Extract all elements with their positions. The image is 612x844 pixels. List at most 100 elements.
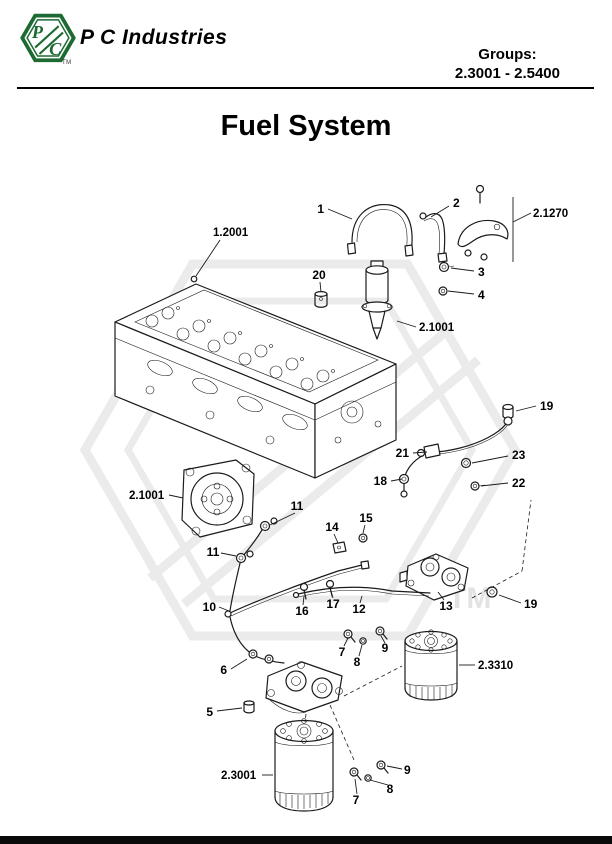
part-ref-filter-right: 2.3310 [478,660,513,672]
part-ref-pump: 2.1001 [129,490,165,502]
connector-19-bottom [486,586,498,598]
leader-16 [302,595,305,606]
fuel-lines-drawing [224,517,431,664]
callout-15: 15 [359,511,373,525]
leader-10 [218,606,230,612]
nut-15 [358,533,368,543]
callout-16: 16 [295,604,309,618]
leader-9-top [380,635,386,644]
callout-12: 12 [352,602,366,616]
fitting-11-lower [235,550,254,564]
leader-14 [333,533,339,544]
part-ref-labels: 1.2001 2.1270 2.1001 2.1001 2.3310 2.300… [129,208,568,782]
part-ref-filter-bottom: 2.3001 [221,770,257,782]
callout-14: 14 [325,520,339,534]
callout-5: 5 [206,705,213,719]
leader-19-top [515,405,537,412]
fitting-11-upper [259,517,278,532]
valve-train-detail [145,306,335,391]
connector-19-top [502,403,514,426]
leader-1-2001 [195,239,221,277]
logo-hexagon-icon: P C [20,13,76,63]
leader-19-bottom [498,594,522,604]
jumper-pipes-drawing [346,204,448,263]
leader-3 [450,267,475,272]
leader-6 [230,658,248,670]
fuel-filter-2-3001-drawing [274,718,334,812]
injector-drawing [361,260,393,340]
leader-2-1270 [512,212,532,223]
callout-8-top: 8 [354,655,361,669]
callout-23: 23 [512,448,526,462]
callout-21: 21 [396,446,410,460]
dashed-guides [304,499,532,761]
filter-head-13-drawing [399,553,498,601]
leader-8-top [358,644,363,657]
callout-11-upper: 11 [291,499,304,513]
pc-industries-logo: P C [20,9,80,71]
callout-4: 4 [478,288,485,302]
nuts-6 [248,649,274,664]
leader-7-bottom [354,778,358,795]
leader-11-lower [220,552,237,557]
elbow-18 [398,473,410,498]
leader-11-upper [269,512,296,526]
groups-block: Groups: 2.3001 - 2.5400 [455,46,560,83]
cylinder-head-drawing [114,275,397,479]
bolts-7-8-9-lower [349,760,389,782]
filter-ribs [279,793,329,809]
company-name: P C Industries [80,26,228,49]
leader-7-top [343,637,349,647]
plug-5 [243,700,255,714]
callout-9-top: 9 [382,641,389,655]
callout-10: 10 [203,600,217,614]
fuel-filter-2-3310-drawing [404,629,458,701]
leader-23 [471,455,509,464]
groups-range: 2.3001 - 2.5400 [454,65,560,82]
bracket-2-1270-drawing [438,184,514,296]
callout-22: 22 [512,476,526,490]
leader-12 [359,595,363,604]
leader-2 [430,205,450,218]
leader-21 [412,451,428,454]
fitting-3 [438,261,455,273]
leader-lines [168,205,537,795]
leader-18 [390,478,403,482]
callout-9-bottom: 9 [404,763,411,777]
bottom-bar [0,836,612,844]
callout-18: 18 [374,474,388,488]
callout-13: 13 [439,599,453,613]
callout-17: 17 [326,597,340,611]
page-title: Fuel System [220,110,392,142]
fuel-pump-drawing [181,459,255,538]
clip-14 [332,541,347,554]
washer-23 [460,457,472,469]
part-ref-bracket: 2.1270 [533,208,568,220]
leader-13 [437,591,445,601]
head-front-ports [145,359,308,445]
part-ref-head: 1.2001 [213,227,249,239]
leader-4 [447,290,475,295]
callout-19-top: 19 [540,399,554,413]
bolt-16 [299,582,309,600]
callout-11-lower: 11 [207,545,220,559]
leader-2-1001-injector [396,320,417,328]
logo-letter-p: P [31,22,44,42]
leader-5 [216,707,243,712]
groups-label: Groups: [478,46,537,63]
return-line-assembly-drawing [398,403,514,498]
leader-9-bottom [386,765,403,770]
check-valve-21 [416,443,441,459]
leader-2-1001-pump [168,494,184,499]
part-ref-injector: 2.1001 [419,322,455,334]
head-end-face [334,400,382,444]
callout-20: 20 [312,268,326,282]
leader-22 [480,482,509,487]
callout-19-bottom: 19 [524,597,538,611]
callout-3: 3 [478,265,485,279]
leader-15 [362,524,366,534]
part-20-drawing [314,291,328,308]
leader-8-bottom [369,779,389,786]
bolts-7-8-9-upper [343,626,388,645]
